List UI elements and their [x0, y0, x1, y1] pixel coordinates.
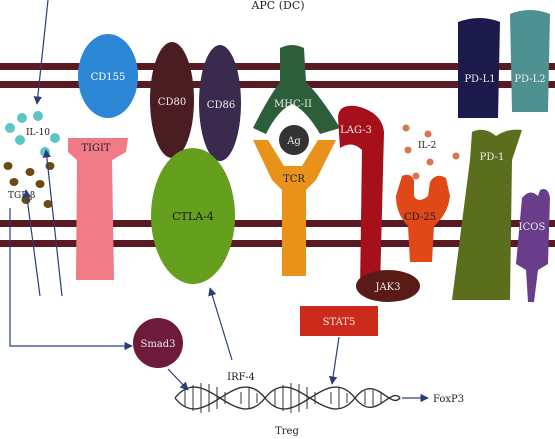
il10-dot [5, 123, 15, 133]
apc-label: APC (DC) [250, 0, 304, 12]
smad3-label: Smad3 [140, 339, 175, 350]
stat5-label: STAT5 [323, 317, 356, 328]
tgfb-secretion-arrow [22, 189, 41, 297]
stat5-to-dna-arrow [328, 336, 340, 385]
cd25-receptor [396, 174, 450, 262]
secretion-arrow-top [33, 0, 49, 105]
antigen-label: Ag [286, 136, 301, 147]
cd155-label: CD155 [91, 72, 126, 83]
tgfb-molecules [3, 162, 55, 208]
il10-dot [50, 133, 60, 143]
pdl1-label: PD-L1 [464, 74, 495, 85]
tgfb-label: TGF-β [8, 191, 35, 201]
irf4-label: IRF-4 [227, 372, 255, 383]
ctla4-label: CTLA-4 [172, 210, 214, 223]
cd80-label: CD80 [158, 97, 186, 108]
tgfb-dot [3, 162, 13, 170]
il2-dot [412, 172, 420, 180]
foxp3-label: FoxP3 [433, 394, 464, 405]
il2-molecules [402, 124, 460, 180]
jak3-kinase [356, 270, 420, 302]
treg-membrane [0, 220, 555, 247]
apc-membrane-outer [0, 63, 555, 70]
il10-label: IL-10 [26, 128, 50, 138]
il2-dot [402, 124, 410, 132]
il2-dot [424, 130, 432, 138]
pd1-label: PD-1 [480, 152, 505, 163]
pdl2-label: PD-L2 [514, 74, 545, 85]
pdl1-ligand [458, 18, 500, 118]
treg-label: Treg [275, 426, 299, 437]
smad3-to-dna-arrow [167, 368, 189, 391]
cd155-receptor [78, 34, 138, 118]
tgfb-dot [43, 200, 53, 208]
pd1-receptor [452, 129, 522, 300]
treg-membrane-outer [0, 220, 555, 227]
smad3-factor [133, 318, 183, 368]
stat5-factor [300, 306, 378, 336]
cd86-label: CD86 [207, 100, 235, 111]
icos-receptor [516, 189, 550, 302]
mhc-ii-molecule [253, 45, 340, 134]
apc-membrane-inner [0, 81, 555, 88]
mhc-ii-label: MHC-II [274, 99, 312, 110]
tgfb-dot [9, 178, 19, 186]
il10-secretion-arrow [42, 149, 63, 297]
tigit-receptor [68, 138, 128, 280]
il2-label: IL-2 [418, 141, 436, 151]
apc-membrane [0, 63, 555, 88]
tcr-receptor [253, 140, 336, 276]
il10-dot [40, 147, 50, 157]
dna-helix [174, 383, 401, 413]
cd25-label: CD-25 [404, 212, 436, 223]
lag3-label: LAG-3 [340, 125, 372, 136]
tgfb-dot [35, 180, 45, 188]
il2-dot [426, 158, 434, 166]
treg-membrane-inner [0, 240, 555, 247]
antigen [279, 125, 309, 155]
il2-dot [404, 146, 412, 154]
jak3-label: JAK3 [374, 282, 400, 293]
ctla4-receptor [151, 148, 235, 284]
tigit-label: TIGIT [81, 143, 111, 154]
il2-dot [452, 152, 460, 160]
pdl2-ligand [510, 10, 550, 112]
irf4-to-ctla4-arrow [208, 287, 233, 361]
tcr-label: TCR [283, 174, 305, 185]
dna-strand-a [174, 386, 401, 410]
icos-label: ICOS [519, 222, 546, 233]
dna-base-pairs [184, 383, 382, 413]
il10-dot [33, 111, 43, 121]
tgfb-dot [25, 168, 35, 176]
lag3-receptor [338, 105, 384, 290]
il10-dot [15, 135, 25, 145]
cd80-receptor [150, 42, 194, 158]
tgfb-to-smad3-arrow [9, 208, 133, 351]
il10-dot [17, 113, 27, 123]
dna-strand-b [174, 386, 401, 410]
cd86-receptor [199, 45, 241, 161]
